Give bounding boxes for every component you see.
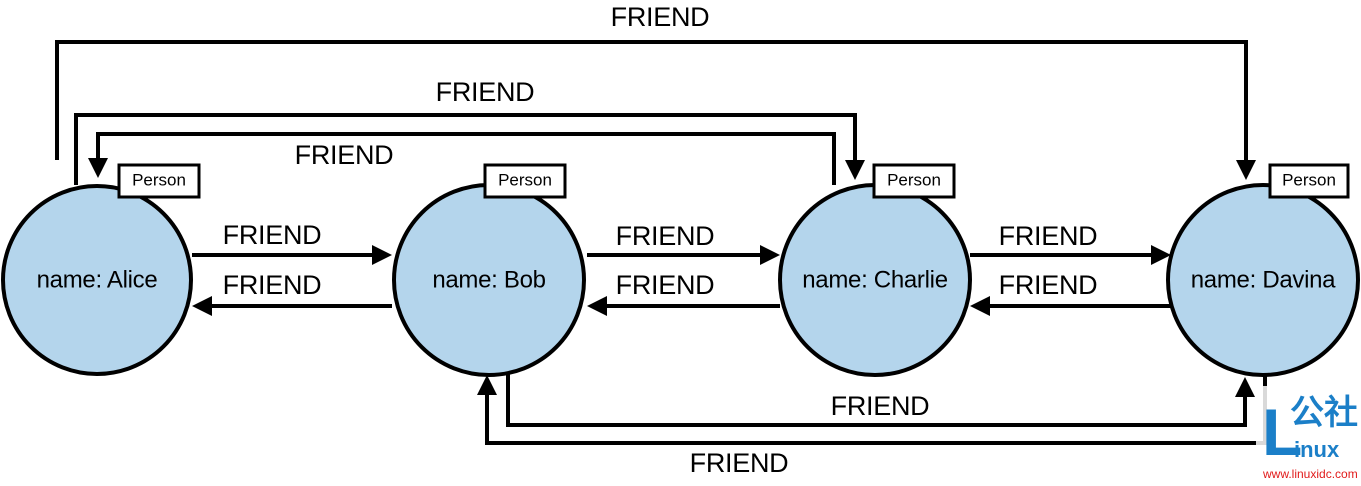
edge-charlie-bob: FRIEND	[587, 270, 780, 316]
label-tag: Person	[1268, 163, 1350, 199]
label-tag-text: Person	[1282, 170, 1336, 189]
arrowhead-left-icon	[970, 296, 990, 316]
node-charlie[interactable]: name: Charlie Person	[778, 163, 972, 377]
edge-bob-alice: FRIEND	[192, 270, 392, 316]
watermark-url: www.linuxidc.com	[1262, 467, 1358, 481]
edge-label: FRIEND	[223, 270, 322, 300]
edge-label: FRIEND	[831, 391, 930, 421]
arrowhead-right-icon	[1151, 245, 1171, 265]
label-tag: Person	[117, 163, 201, 199]
node-davina[interactable]: name: Davina Person	[1166, 163, 1360, 377]
edge-davina-charlie: FRIEND	[970, 270, 1171, 316]
node-alice[interactable]: name: Alice Person	[1, 163, 201, 376]
edge-bob-davina: FRIEND	[506, 372, 1255, 427]
edge-bob-charlie: FRIEND	[587, 221, 780, 265]
label-tag-text: Person	[498, 170, 552, 189]
watermark-logo: L 公社 inux www.linuxidc.com	[1256, 386, 1361, 486]
arrowhead-up-icon	[1235, 377, 1255, 397]
edge-label: FRIEND	[999, 270, 1098, 300]
node-circle	[1166, 183, 1360, 377]
edge-charlie-alice: FRIEND	[88, 132, 836, 185]
edge-label: FRIEND	[295, 140, 394, 170]
edge-label: FRIEND	[436, 77, 535, 107]
edge-label: FRIEND	[999, 221, 1098, 251]
edge-label: FRIEND	[611, 2, 710, 32]
arrowhead-right-icon	[372, 245, 392, 265]
arrowhead-down-icon	[1236, 160, 1256, 180]
node-bob[interactable]: name: Bob Person	[392, 163, 586, 377]
node-label: name: Bob	[432, 266, 545, 293]
node-label: name: Alice	[37, 266, 158, 293]
edge-charlie-davina: FRIEND	[970, 221, 1171, 265]
arrowhead-left-icon	[587, 296, 607, 316]
arrowhead-down-icon	[88, 158, 108, 178]
watermark-chinese: 公社	[1290, 394, 1358, 432]
edge-label: FRIEND	[616, 221, 715, 251]
edge-label: FRIEND	[223, 220, 322, 250]
label-tag: Person	[483, 163, 567, 199]
arrowhead-right-icon	[760, 245, 780, 265]
arrowhead-up-icon	[477, 375, 497, 395]
label-tag-text: Person	[887, 170, 941, 189]
arrowhead-down-icon	[845, 160, 865, 180]
node-label: name: Davina	[1191, 266, 1336, 293]
watermark-letter: L	[1262, 395, 1302, 469]
label-tag: Person	[872, 163, 956, 199]
arrowhead-left-icon	[192, 296, 212, 316]
edge-label: FRIEND	[690, 448, 789, 478]
edge-alice-bob: FRIEND	[192, 220, 392, 265]
node-label: name: Charlie	[802, 266, 948, 293]
node-circle	[1, 184, 193, 376]
edge-alice-davina: FRIEND	[55, 2, 1256, 180]
watermark-suffix: inux	[1294, 437, 1340, 462]
label-tag-text: Person	[132, 170, 186, 189]
edge-label: FRIEND	[616, 270, 715, 300]
edge-alice-charlie: FRIEND	[74, 77, 865, 185]
